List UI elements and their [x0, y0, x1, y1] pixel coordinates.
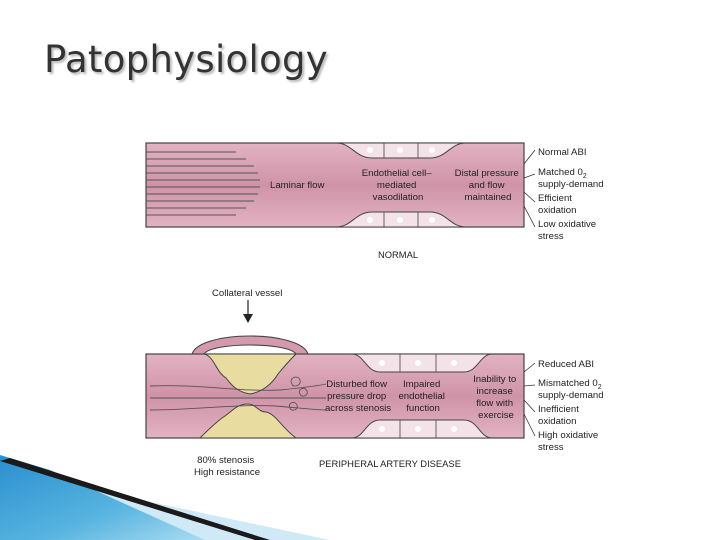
- collateral-arrow: [243, 300, 253, 323]
- high-stress-label: High oxidative stress: [538, 430, 601, 453]
- normal-vessel-wall: [145, 142, 525, 228]
- pad-caption: PERIPHERAL ARTERY DISEASE: [319, 458, 461, 469]
- normal-side-labels: Normal ABI Matched 02 supply-demand Effi…: [523, 147, 604, 242]
- distal-label: Distal pressure and flow maintained: [455, 168, 522, 203]
- normal-vessel: Laminar flow Endothelial cell– mediated …: [145, 142, 525, 260]
- pad-endothelium-bottom: [351, 419, 493, 439]
- slide-title: Patophysiology: [44, 38, 328, 81]
- inefficient-label: Inefficient oxidation: [538, 404, 582, 427]
- laminar-flow-lines: [146, 151, 260, 216]
- mismatched-o2-label: Mismatched 02: [538, 378, 602, 391]
- pad-endothelium-top: [351, 353, 493, 373]
- matched-o2-label: Matched 02: [538, 167, 587, 180]
- stenosis-label: 80% stenosis High resistance: [194, 455, 260, 478]
- mismatched-supply-label: supply-demand: [538, 390, 604, 401]
- normal-abi-label: Normal ABI: [538, 147, 587, 158]
- plaque-top: [203, 353, 298, 395]
- inability-label: Inability to increase flow with exercise: [473, 374, 519, 421]
- corner-dark-stripe: [0, 458, 270, 540]
- plaque-bottom: [198, 403, 298, 439]
- efficient-label: Efficient oxidation: [538, 193, 576, 216]
- normal-caption: NORMAL: [378, 249, 418, 260]
- reduced-abi-label: Reduced ABI: [538, 359, 594, 370]
- matched-supply-label: supply-demand: [538, 179, 604, 190]
- laminar-flow-label: Laminar flow: [270, 180, 324, 191]
- endothelial-label: Endothelial cell– mediated vasodilation: [362, 168, 435, 203]
- disturbed-flow-label: Disturbed flow pressure drop across sten…: [325, 379, 391, 414]
- pad-vessel: Disturbed flow pressure drop across sten…: [145, 335, 525, 478]
- disturbed-flow-lines: [149, 376, 327, 411]
- pad-side-labels: Reduced ABI Mismatched 02 supply-demand …: [523, 359, 604, 453]
- impaired-label: Impaired endothelial function: [398, 379, 447, 414]
- low-stress-label: Low oxidative stress: [538, 219, 599, 242]
- collateral-vessel-label: Collateral vessel: [212, 288, 282, 299]
